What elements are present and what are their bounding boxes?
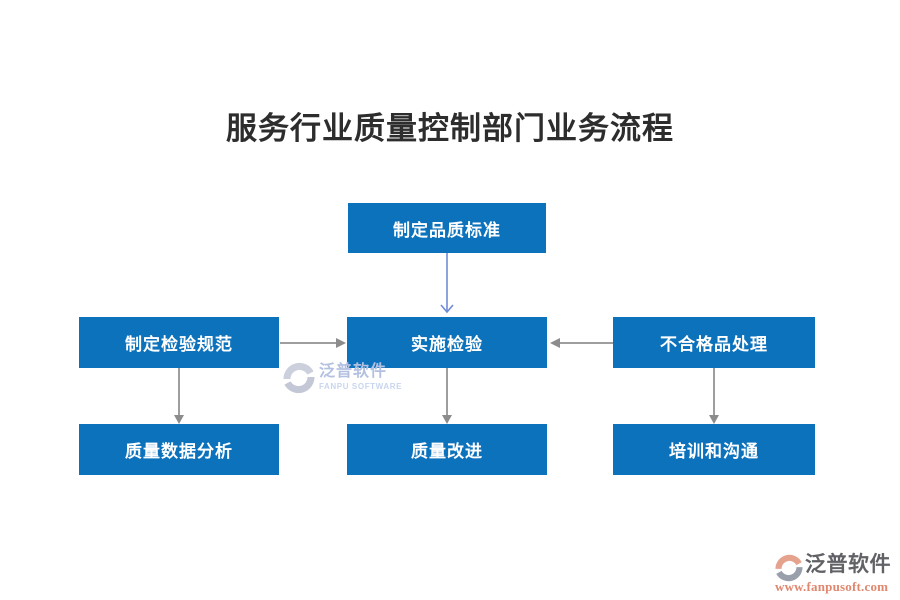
node-label: 不合格品处理: [660, 335, 768, 354]
node-label: 实施检验: [411, 335, 483, 354]
node-set-quality-standard: 制定品质标准: [348, 203, 546, 253]
node-label: 质量改进: [411, 442, 483, 461]
node-nonconforming-handling: 不合格品处理: [613, 317, 815, 368]
arrow-inspection-to-improvement: [442, 368, 452, 424]
arrow-spec-to-analysis: [174, 368, 184, 424]
arrow-nonconforming-to-inspection: [550, 338, 613, 348]
node-quality-improvement: 质量改进: [347, 424, 547, 475]
node-label: 制定品质标准: [393, 220, 501, 240]
node-label: 质量数据分析: [125, 442, 233, 461]
node-set-inspection-spec: 制定检验规范: [79, 317, 279, 368]
arrow-standard-to-inspection: [440, 253, 454, 314]
node-training-communication: 培训和沟通: [613, 424, 815, 475]
arrow-spec-to-inspection: [280, 338, 346, 348]
node-implement-inspection: 实施检验: [347, 317, 547, 368]
node-label: 制定检验规范: [125, 335, 233, 354]
node-quality-data-analysis: 质量数据分析: [79, 424, 279, 475]
node-label: 培训和沟通: [669, 442, 759, 461]
arrow-nonconforming-to-training: [709, 368, 719, 424]
page-title: 服务行业质量控制部门业务流程: [226, 111, 674, 146]
